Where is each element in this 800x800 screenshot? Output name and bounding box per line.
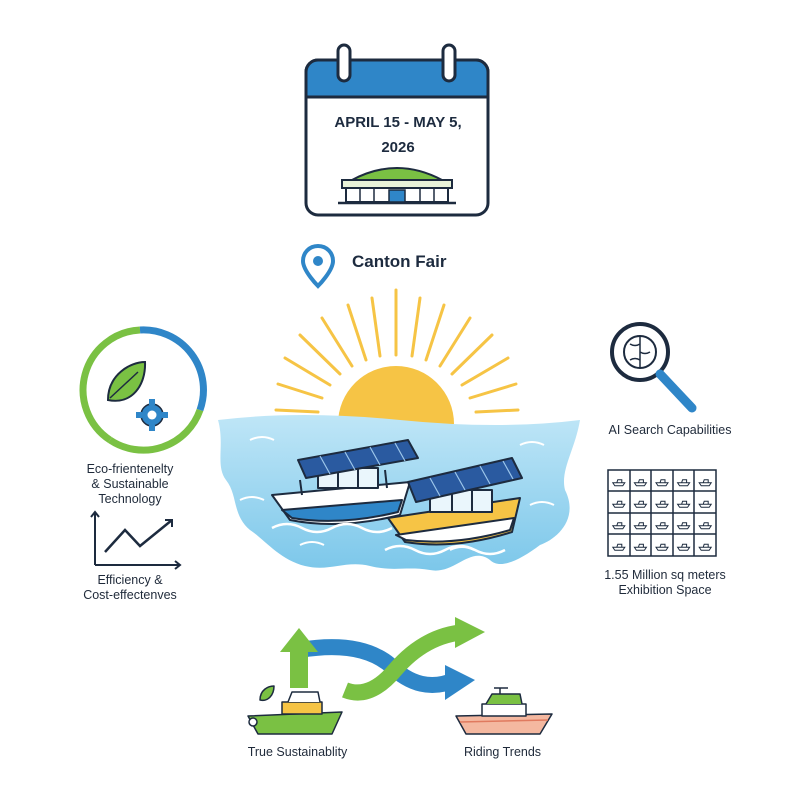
trend-boat-icon	[455, 687, 553, 735]
sun-icon	[274, 288, 520, 414]
ai-label: AI Search Capabilities	[608, 423, 732, 437]
booth-boat-mark	[633, 543, 648, 551]
booth-boat-mark	[676, 543, 691, 551]
brain-magnifier-icon	[610, 322, 697, 413]
efficiency-label: Efficiency & Cost-effectenves	[55, 573, 205, 603]
efficiency-label-line2: Cost-effectenves	[83, 588, 177, 602]
sustainability-label: True Sustainablity	[247, 745, 348, 759]
solar-boat-yellow	[384, 457, 523, 556]
location-pin-icon	[300, 243, 336, 289]
booth-boat-mark	[698, 543, 713, 551]
space-label: 1.55 Million sq meters Exhibition Space	[575, 568, 755, 598]
booth-boat-mark	[676, 500, 691, 508]
exhibition-hall-icon	[338, 167, 456, 205]
space-label-line2: Exhibition Space	[618, 583, 712, 597]
booth-boat-mark	[676, 479, 691, 487]
growth-chart-icon	[90, 510, 182, 570]
eco-label-line2: & Sustainable	[91, 477, 169, 491]
calendar-icon	[304, 43, 490, 217]
trend-arrows	[280, 617, 485, 701]
solar-boat-white	[271, 439, 419, 534]
booth-boat-mark	[655, 479, 669, 487]
leaf-gear-icon	[79, 326, 207, 454]
booth-boat-mark	[611, 500, 626, 508]
event-date-line2: 2026	[381, 139, 415, 156]
booth-boat-mark	[655, 500, 669, 508]
event-date: APRIL 15 - MAY 5, 2026	[308, 110, 488, 160]
booth-boat-mark	[698, 500, 713, 508]
booth-boat-mark	[611, 543, 626, 551]
booth-boat-mark	[633, 479, 648, 487]
booth-boat-mark	[676, 522, 691, 530]
booth-boat-mark	[698, 522, 713, 530]
efficiency-label-line1: Efficiency &	[97, 573, 163, 587]
booth-grid-icon	[607, 469, 717, 557]
event-location: Canton Fair	[352, 252, 447, 271]
green-boat-icon	[247, 685, 343, 735]
booth-boat-mark	[611, 479, 626, 487]
booth-boat-mark	[698, 479, 713, 487]
space-label-line1: 1.55 Million sq meters	[604, 568, 726, 582]
eco-label-line1: Eco-frientenelty	[86, 462, 174, 476]
booth-boat-mark	[633, 522, 648, 530]
trends-label: Riding Trends	[463, 745, 542, 759]
event-date-line1: APRIL 15 - MAY 5,	[334, 114, 462, 131]
booth-boat-mark	[655, 522, 669, 530]
eco-label-line3: Technology	[98, 492, 162, 506]
booth-boat-mark	[655, 543, 669, 551]
eco-label: Eco-frientenelty & Sustainable Technolog…	[55, 462, 205, 507]
booth-boat-mark	[611, 522, 626, 530]
booth-boat-marks	[611, 479, 713, 551]
booth-boat-mark	[633, 500, 648, 508]
